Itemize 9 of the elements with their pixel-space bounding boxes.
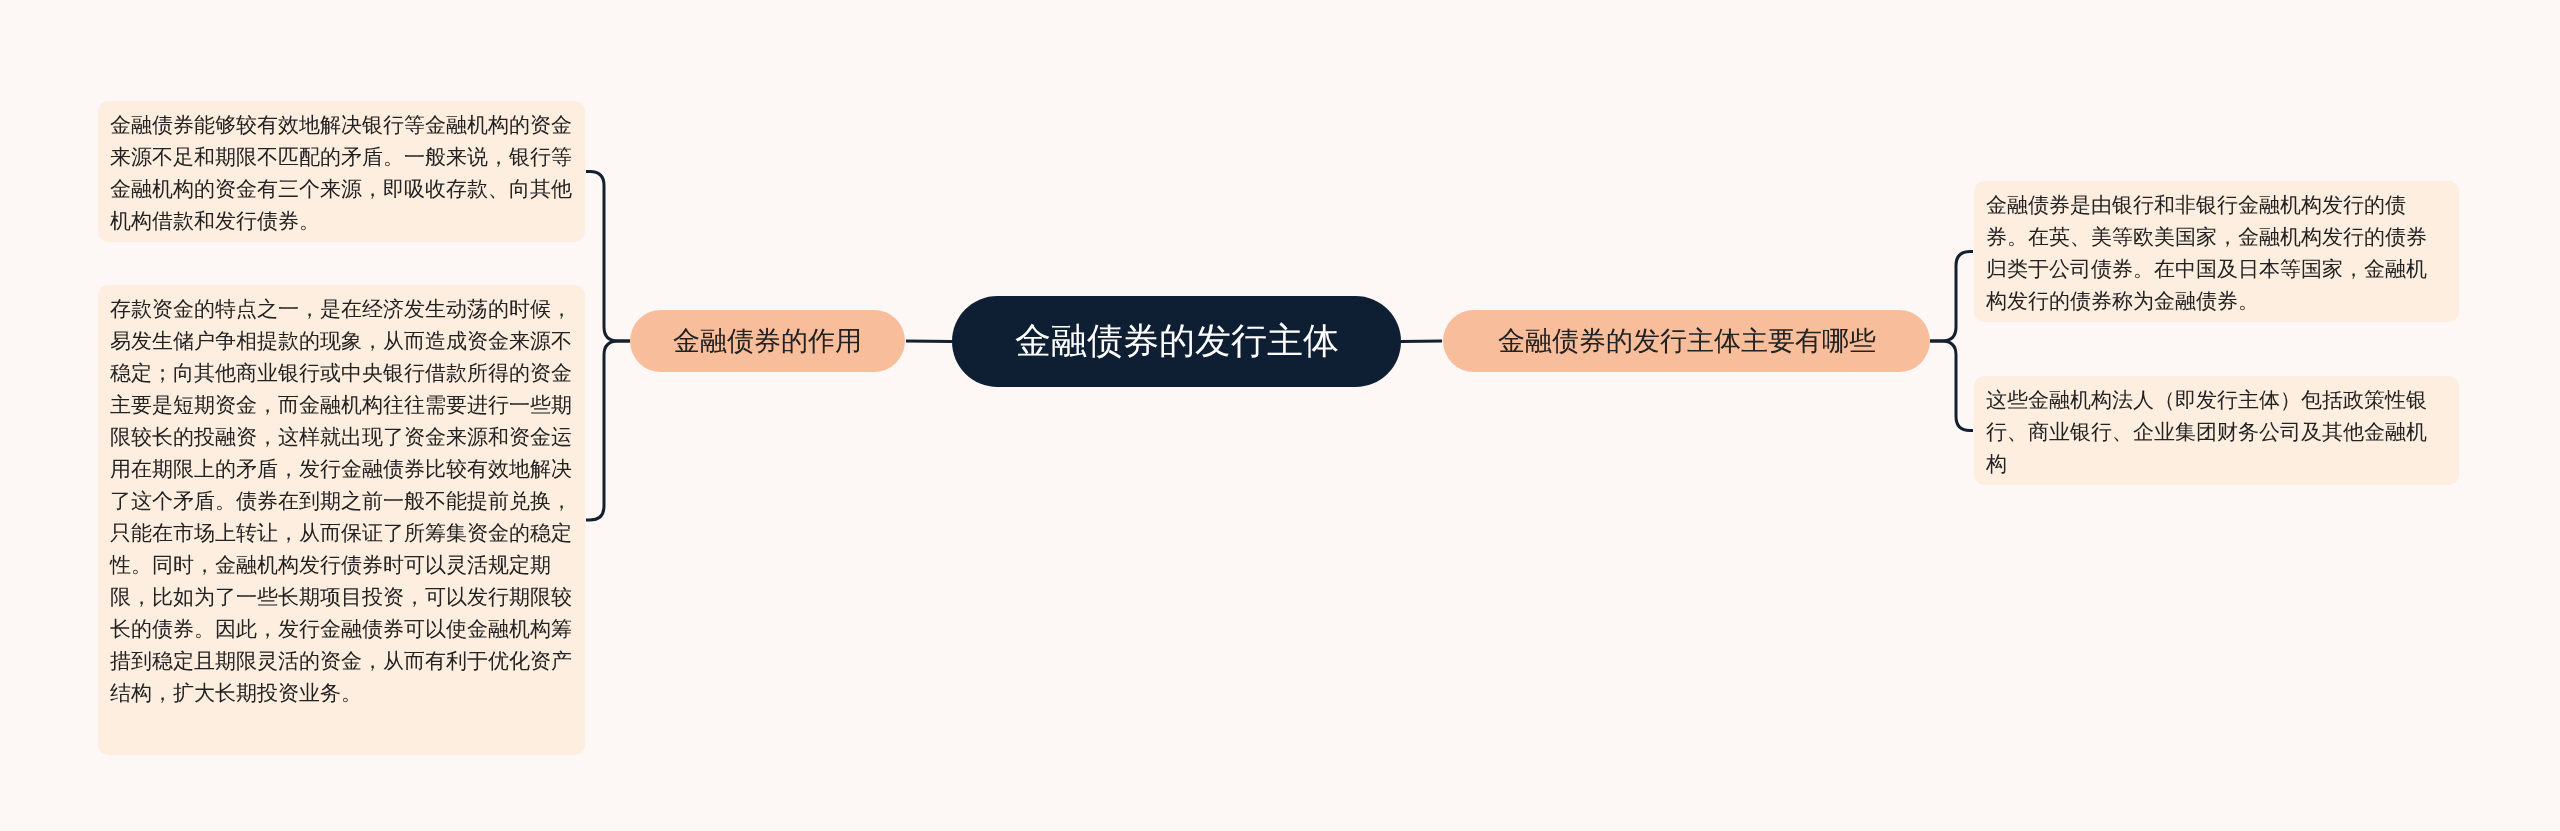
connector — [906, 339, 952, 343]
connector — [1400, 339, 1443, 343]
central-topic: 金融债券的发行主体 — [952, 296, 1401, 387]
note-card: 金融债券是由银行和非银行金融机构发行的债券。在英、美等欧美国家，金融机构发行的债券归类于公司债券。在中国及日本等国家，金融机构发行的债券称为金融债券。 — [1974, 181, 2459, 322]
note-card: 金融债券能够较有效地解决银行等金融机构的资金来源不足和期限不匹配的矛盾。一般来说，银行等金融机构的资金有三个来源，即吸收存款、向其他机构借款和发行债券。 — [98, 101, 585, 242]
note-card: 存款资金的特点之一，是在经济发生动荡的时候，易发生储户争相提款的现象，从而造成资金来源不稳定；向其他商业银行或中央银行借款所得的资金主要是短期资金，而金融机构往往需要进行一些期限较长的投融资，这样就出现了资金来源和资金运用在期限上的矛盾，发行金融债券比较有效地解决了这个矛盾。债券在到期之前一般不能提前兑换，只能在市场上转让，从而保证了所筹集资金的稳定性。同时，金融机构发行债券时可以灵活规定期限，比如为了一些长期项目投资，可以发行期限较长的债券。因此，发行金融债券可以使金融机构筹措到稳定且期限灵活的资金，从而有利于优化资产结构，扩大长期投资业务。 — [98, 285, 585, 755]
note-card: 这些金融机构法人（即发行主体）包括政策性银行、商业银行、企业集团财务公司及其他金融机构 — [1974, 376, 2459, 485]
branch-topic: 金融债券的发行主体主要有哪些 — [1443, 310, 1930, 372]
branch-topic: 金融债券的作用 — [630, 310, 905, 372]
